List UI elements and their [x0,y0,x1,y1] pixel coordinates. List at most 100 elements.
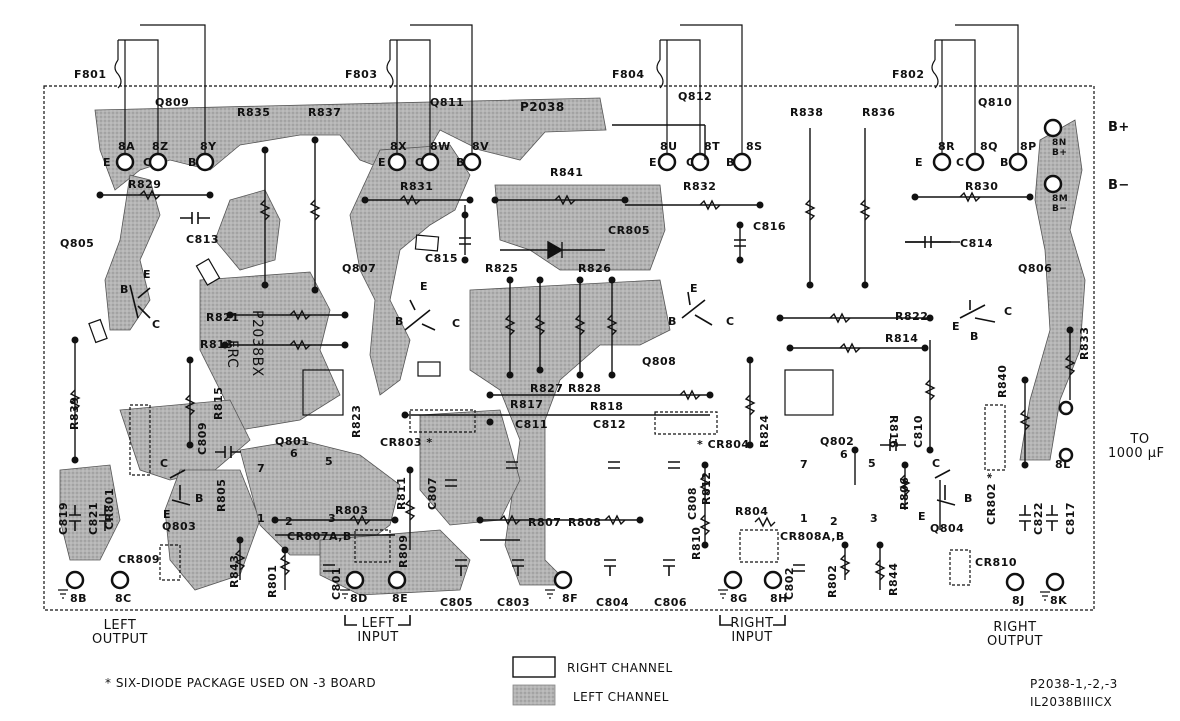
transistor-Q809: Q809 [155,96,190,109]
terminal-8Q: 8Q [980,140,999,153]
resistor-R829: R829 [128,178,162,191]
pin-e: E [163,508,172,521]
resistor-R810: R810 [690,526,703,560]
capacitor-C804: C804 [596,596,630,609]
resistor-R824: R824 [758,414,771,448]
terminal-8P: 8P [1020,140,1037,153]
resistor-R835: R835 [237,106,271,119]
pin-c: C [932,457,941,470]
pin-e: E [143,268,152,281]
diode-CR801: CR801 [103,487,116,530]
diode-CR802: CR802 * [985,472,998,525]
terminal-8K: 8K [1050,594,1068,607]
resistor-R802: R802 [826,564,839,598]
resistor-R807: R807 [528,516,562,529]
legend-left-channel: LEFT CHANNEL [573,690,669,704]
diode-CR807: CR807A,B [287,530,352,543]
resistor-R831: R831 [400,180,434,193]
capacitor-C822: C822 [1032,501,1045,535]
capacitor-C801: C801 [330,566,343,600]
legend-left-swatch [512,684,556,706]
right-input-label-1: RIGHT [730,616,774,631]
resistor-R816: R816 [887,415,900,449]
resistor-R833: R833 [1078,326,1091,360]
terminal-8C: 8C [115,592,132,605]
pin-c: C [686,156,695,169]
resistor-R817: R817 [510,398,544,411]
pin-e: E [690,282,699,295]
resistor-R825: R825 [485,262,519,275]
capacitor-C805: C805 [440,596,474,609]
pin-b: B [120,283,129,296]
right-output-label-2: OUTPUT [987,634,1043,649]
pin-e: E [649,156,658,169]
fuse-F801: F801 [74,68,107,81]
terminal-8Y: 8Y [200,140,217,153]
pin-b: B [668,315,677,328]
pin-e: E [378,156,387,169]
terminal-8H: 8H [770,592,788,605]
board-openings [88,234,834,416]
silk-code-2: P2038BX [249,310,265,377]
capacitor-C812: C812 [593,418,627,431]
resistor-R823: R823 [350,404,363,438]
terminal-8A: 8A [118,140,136,153]
resistor-R822: R822 [895,310,929,323]
transistor-Q811: Q811 [430,96,465,109]
io-brackets [344,615,786,626]
pin-6: 6 [840,448,849,461]
resistor-R821: R821 [206,311,240,324]
terminal-8N: 8N [1052,138,1067,148]
transistor-Q804: Q804 [930,522,965,535]
terminal-8F: 8F [562,592,579,605]
resistor-R844: R844 [887,562,900,596]
pin-2: 2 [285,515,294,528]
resistor-R832: R832 [683,180,717,193]
pin-3: 3 [328,512,337,525]
resistor-R818: R818 [590,400,624,413]
transistor-Q810: Q810 [978,96,1013,109]
b-minus-label: B− [1108,178,1130,193]
pin-7: 7 [257,462,266,475]
fuse-F803: F803 [345,68,378,81]
resistor-R813: R813 [200,338,234,351]
resistor-symbols [69,189,1076,581]
ground-symbols [58,589,1050,601]
diode-packages [129,404,1006,586]
b-plus-label: B+ [1108,120,1130,135]
terminal-8M-b: B− [1052,204,1068,214]
resistor-R815: R815 [212,386,225,420]
diode-CR804: * CR804 [697,438,750,451]
pin-b: B [1000,156,1009,169]
resistor-R836: R836 [862,106,896,119]
terminal-8S: 8S [746,140,763,153]
resistor-R837: R837 [308,106,342,119]
to-cap-label-2: 1000 µF [1108,446,1165,461]
pin-7: 7 [800,458,809,471]
diode-CR810: CR810 [975,556,1018,569]
capacitor-C806: C806 [654,596,688,609]
resistor-R806: R806 [898,476,911,510]
resistor-R838: R838 [790,106,824,119]
diode-CR808: CR808A,B [780,530,845,543]
capacitor-C819: C819 [57,501,70,535]
resistor-R809: R809 [397,534,410,568]
transistor-Q801: Q801 [275,435,310,448]
transistor-Q805: Q805 [60,237,95,250]
terminal-8L: 8L [1055,458,1071,471]
terminal-8G: 8G [730,592,748,605]
transistor-Q806: Q806 [1018,262,1053,275]
resistor-R827: R827 [530,382,564,395]
to-cap-label-1: TO [1130,432,1150,447]
diode-CR809: CR809 [118,553,161,566]
pin-b: B [195,492,204,505]
fuse-F802: F802 [892,68,925,81]
transistor-Q802: Q802 [820,435,855,448]
pin-b: B [188,156,197,169]
resistor-R814: R814 [885,332,919,345]
pin-c: C [1004,305,1013,318]
capacitor-C821: C821 [87,501,100,535]
pin-1: 1 [257,512,266,525]
right-input-label-2: INPUT [731,630,773,645]
